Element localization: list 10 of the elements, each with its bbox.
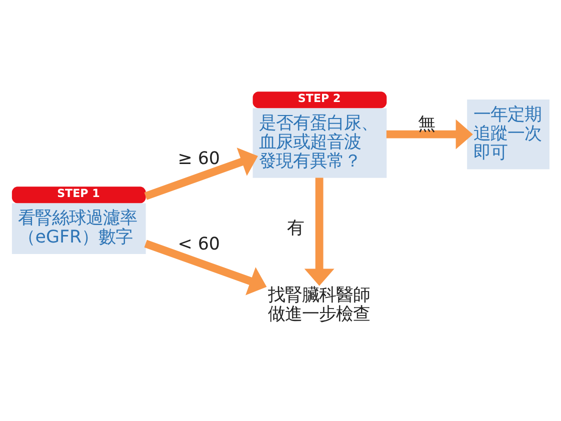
edge-label: 有 xyxy=(286,218,304,238)
edge-label: 無 xyxy=(418,114,436,134)
edge-label: < 60 xyxy=(178,234,220,254)
arrow xyxy=(304,177,334,286)
arrow xyxy=(386,118,473,149)
arrow xyxy=(144,239,267,295)
edge-label: ≥ 60 xyxy=(178,148,220,169)
arrow xyxy=(144,147,258,200)
node-box: 一年定期追蹤一次即可 xyxy=(467,99,550,169)
node-text: 找腎臟科醫師做進一步檢查 xyxy=(268,284,370,324)
